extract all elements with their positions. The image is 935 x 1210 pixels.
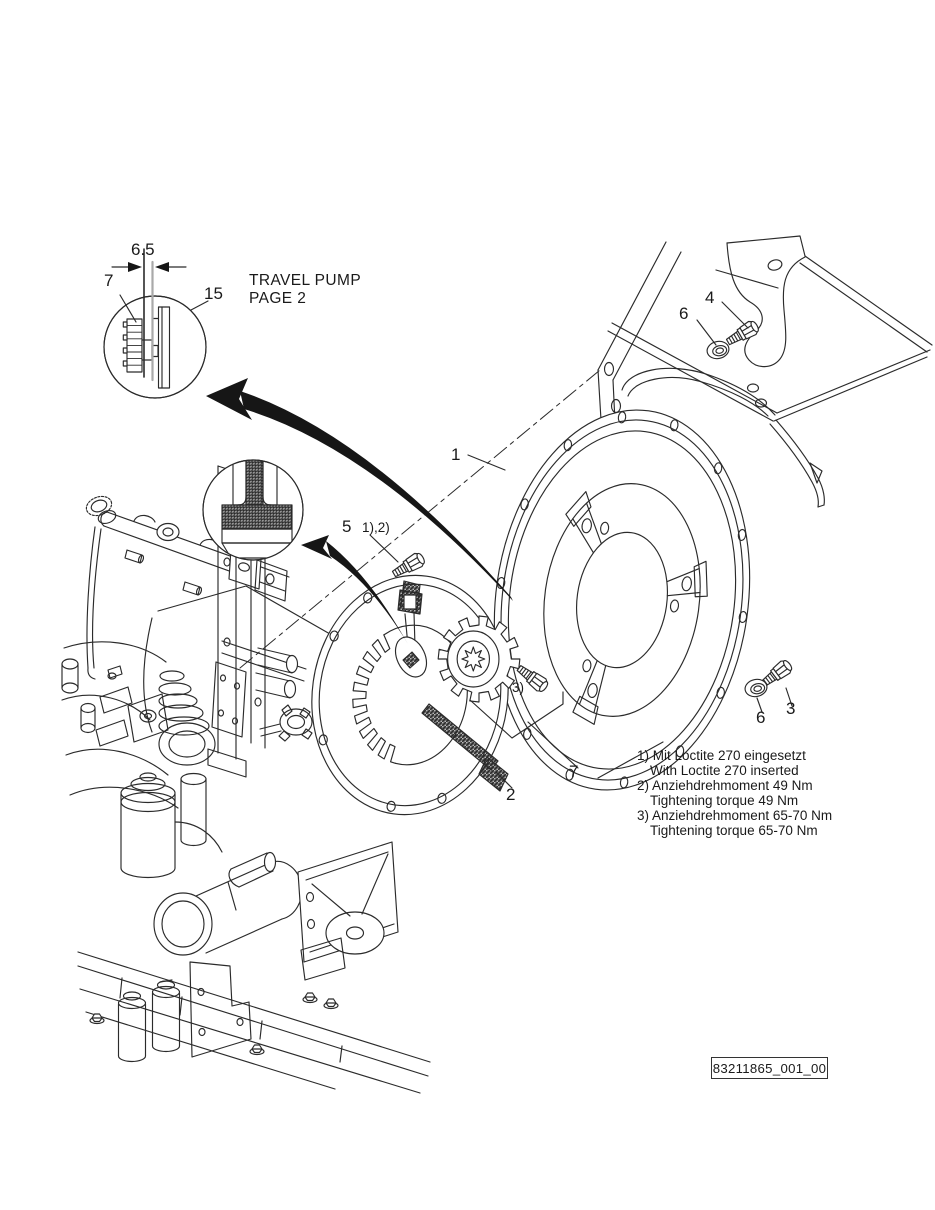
note-3-en: Tightening torque 65-70 Nm [650, 823, 818, 838]
flywheel-housing-art [597, 235, 933, 508]
engine-assembly-art [61, 465, 431, 1094]
assembly-notes: 1) Mit Loctite 270 eingesetzt With Locti… [637, 748, 832, 838]
note-2-en: Tightening torque 49 Nm [650, 793, 799, 808]
part-5-note-refs: 1),2) [362, 520, 390, 535]
part-label-3: 3 [786, 699, 796, 718]
coupling-gear-art [438, 616, 520, 702]
callout-label-15: 15 [204, 284, 223, 303]
note-1-en: With Loctite 270 inserted [650, 763, 799, 778]
section-detail-circle [202, 459, 304, 561]
part-label-4: 4 [705, 288, 715, 307]
travel-pump-line1: TRAVEL PUMP [249, 272, 362, 289]
drawing-reference-number: 83211865_001_00 [711, 1057, 828, 1079]
callout-label-7: 7 [104, 271, 114, 290]
part-label-6-bottom: 6 [756, 708, 766, 727]
gear-bolt-note-ref: 3) [512, 680, 525, 695]
part-label-7: 7 [569, 762, 579, 781]
travel-pump-note: TRAVEL PUMP PAGE 2 [249, 272, 361, 308]
pump-detail-circle [103, 248, 207, 399]
flex-plate-section-art [394, 580, 509, 792]
note-1-de: 1) Mit Loctite 270 eingesetzt [637, 748, 806, 763]
part-label-1: 1 [451, 445, 461, 464]
part-label-6-top: 6 [679, 304, 689, 323]
axis-centerline [239, 369, 601, 669]
part-label-5: 5 [342, 517, 352, 536]
travel-pump-line2: PAGE 2 [249, 290, 307, 307]
reference-arrows [206, 378, 513, 644]
coupling-disc-art [471, 393, 774, 806]
dimension-6-5: 6.5 [131, 240, 155, 259]
note-3-de: 3) Anziehdrehmoment 65-70 Nm [637, 808, 833, 823]
part-label-2: 2 [506, 785, 516, 804]
leader-lines [119, 294, 793, 789]
washer-6-top [704, 338, 732, 362]
note-2-de: 2) Anziehdrehmoment 49 Nm [637, 778, 813, 793]
